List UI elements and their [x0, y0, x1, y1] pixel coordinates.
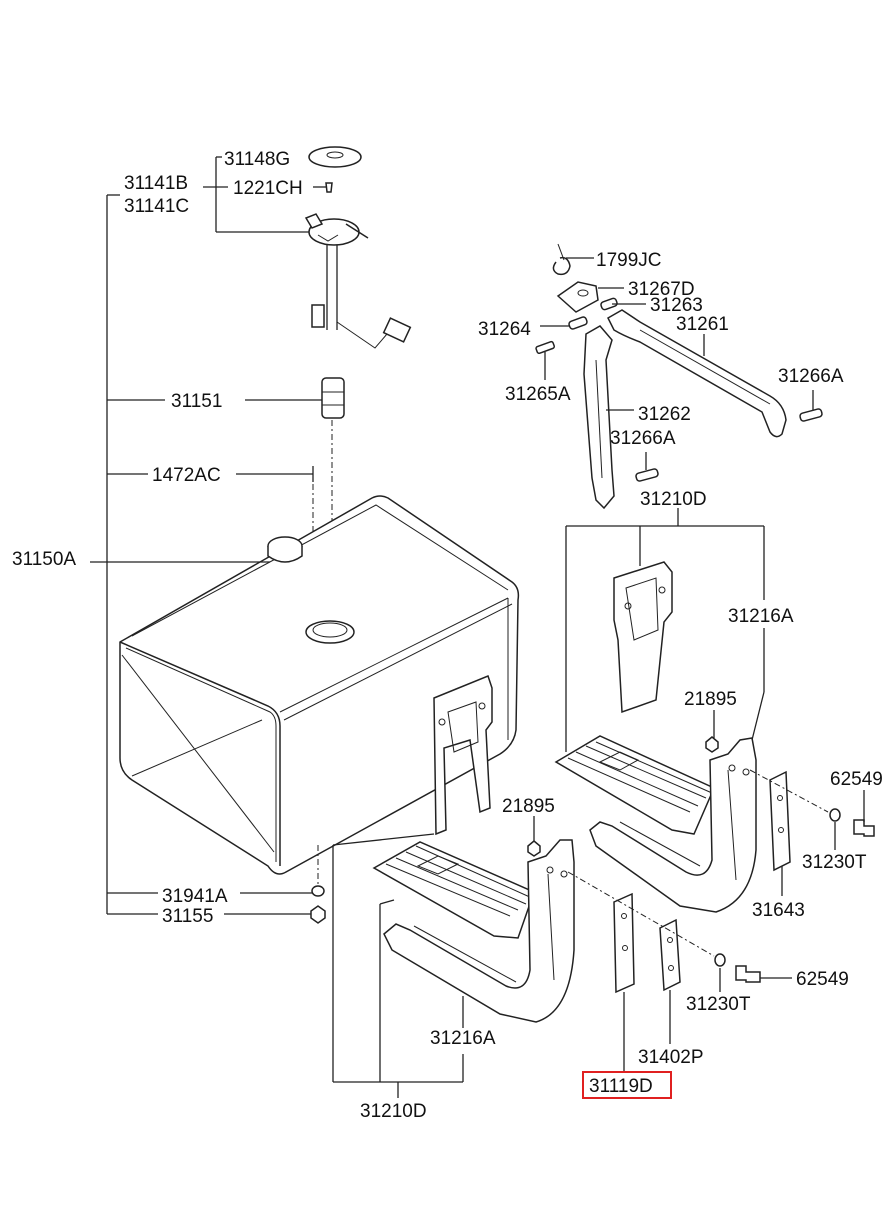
label-62549-right: 62549 [830, 769, 883, 790]
label-31141B: 31141B [124, 173, 188, 194]
label-1799JC: 1799JC [596, 250, 662, 271]
label-31216A-bottom: 31216A [430, 1028, 496, 1049]
label-31141C: 31141C [124, 196, 189, 217]
label-31261: 31261 [676, 314, 729, 335]
label-31210D-top: 31210D [640, 489, 707, 510]
step-assembly-upper [554, 561, 875, 913]
highlight-box-31119D [582, 1071, 672, 1099]
label-31230T-right: 31230T [802, 852, 867, 873]
part-labels: 31148G 1221CH 31141B 31141C 31151 1472AC… [12, 149, 883, 1122]
label-31262: 31262 [638, 404, 691, 425]
label-31230T-bottom: 31230T [686, 994, 751, 1015]
label-31151: 31151 [171, 391, 222, 412]
label-62549-bottom: 62549 [796, 969, 849, 990]
label-31267D: 31267D [628, 279, 695, 300]
fuel-tank-body [119, 495, 520, 924]
leader-lines [90, 156, 865, 1098]
strap-assembly [535, 243, 823, 510]
label-31265A: 31265A [505, 384, 571, 405]
label-21895-left: 21895 [502, 796, 555, 817]
label-31148G: 31148G [224, 149, 290, 170]
label-31643: 31643 [752, 900, 805, 921]
label-31263: 31263 [650, 295, 703, 316]
label-31119D: 31119D [589, 1076, 653, 1097]
label-31150A: 31150A [12, 549, 76, 570]
label-1472AC: 1472AC [152, 465, 221, 486]
label-31941A: 31941A [162, 886, 228, 907]
label-31155: 31155 [162, 906, 213, 927]
label-31266A-mid: 31266A [610, 428, 676, 449]
label-31210D-bottom: 31210D [360, 1101, 427, 1122]
label-21895-right: 21895 [684, 689, 737, 710]
label-1221CH: 1221CH [233, 178, 303, 199]
step-assembly-lower [372, 675, 761, 1023]
label-31264: 31264 [478, 319, 531, 340]
label-31266A-right: 31266A [778, 366, 844, 387]
label-31402P: 31402P [638, 1047, 704, 1068]
label-31216A-right: 31216A [728, 606, 794, 627]
